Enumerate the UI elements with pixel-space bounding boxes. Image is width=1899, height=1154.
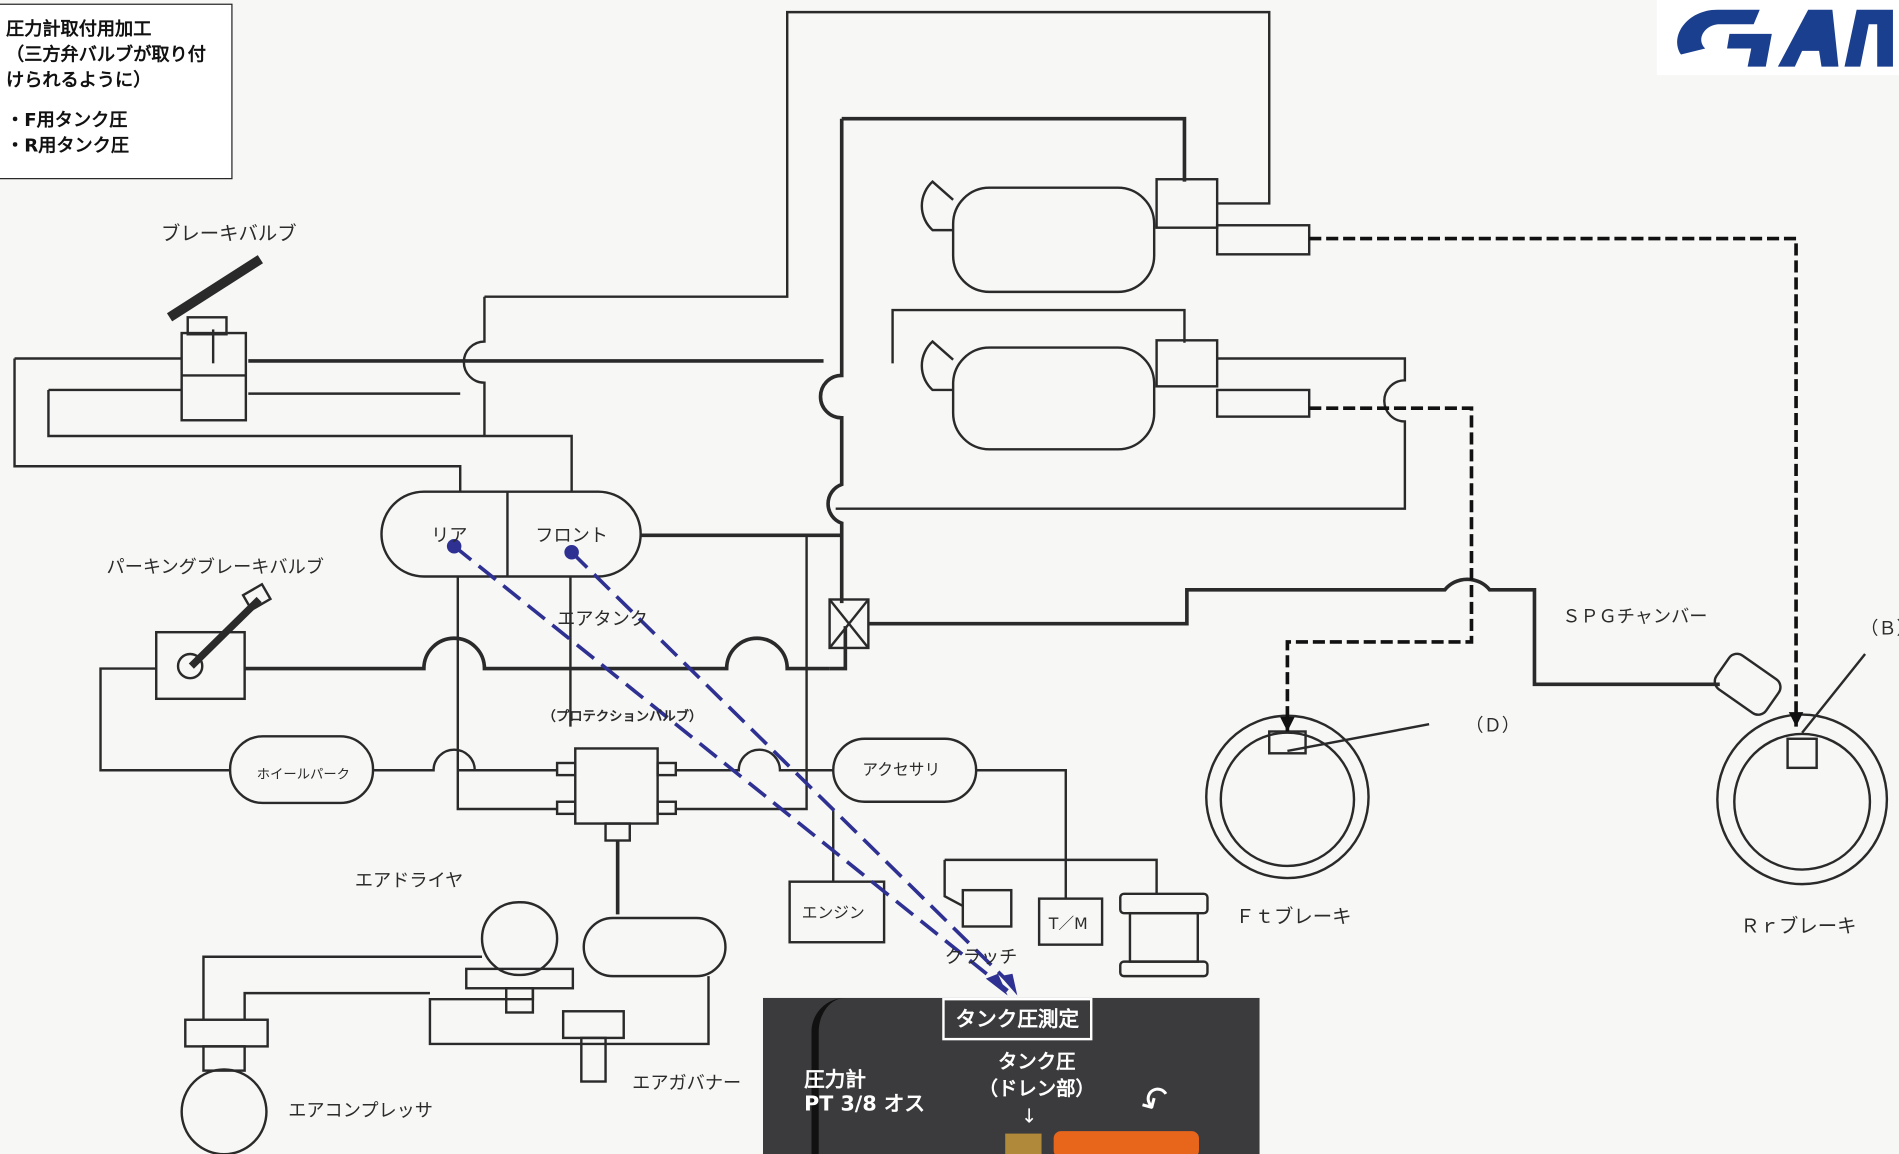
brake-valve-label: ブレーキバルブ	[161, 222, 297, 245]
logo-mark-icon	[1677, 9, 1893, 67]
pressure-gauge-line1: 圧力計	[804, 1068, 866, 1093]
note-item: ・R用タンク圧	[6, 134, 130, 157]
tank-pressure-photo: タンク圧測定 圧力計 PT 3/8 オス タンク圧 （ドレン部） ↓ ↶	[762, 997, 1260, 1154]
accessory-label: アクセサリ	[862, 760, 940, 779]
note-line: けられるように）	[6, 69, 152, 91]
tank-pressure-label: タンク圧 （ドレン部）	[979, 1049, 1095, 1102]
parking-brake-valve-label: パーキングブレーキバルブ	[107, 556, 324, 578]
pressure-gauge-line2: PT 3/8 オス	[804, 1092, 925, 1117]
tm-label: T／M	[1048, 914, 1088, 933]
tank-front-label: フロント	[535, 525, 608, 546]
rr-brake-label: Ｒｒブレーキ	[1740, 915, 1856, 938]
note-line: （三方弁バルブが取り付	[6, 43, 206, 66]
tank-pressure-line1: タンク圧	[997, 1050, 1076, 1074]
drain-fitting	[1005, 1133, 1042, 1154]
down-arrow-icon: ↓	[1020, 1104, 1038, 1128]
tank-rear-label: リア	[431, 525, 467, 546]
note-line: 圧力計取付用加工	[6, 18, 152, 40]
pressure-gauge-note: 圧力計取付用加工 （三方弁バルブが取り付 けられるように） ・F用タンク圧 ・R…	[0, 3, 233, 180]
air-compressor-label: エアコンプレッサ	[288, 1101, 433, 1122]
hose-cable	[811, 997, 845, 1154]
tank-pressure-measure-tag: タンク圧測定	[942, 997, 1093, 1041]
air-dryer-label: エアドライヤ	[355, 871, 463, 892]
b-marker-label: （Ｂ）	[1860, 619, 1899, 640]
company-logo	[1656, 0, 1899, 76]
spg-chamber-label: ＳＰＧチャンバー	[1562, 607, 1707, 628]
ft-brake-label: Ｆｔブレーキ	[1235, 905, 1351, 928]
protection-valve-label: （プロテクションバルブ）	[543, 708, 703, 725]
air-governor-label: エアガバナー	[632, 1073, 741, 1094]
tank-pressure-line2: （ドレン部）	[978, 1076, 1095, 1100]
curved-arrow-icon: ↶	[1132, 1075, 1180, 1128]
clutch-label: クラッチ	[945, 947, 1018, 968]
note-item: ・F用タンク圧	[6, 108, 128, 131]
pressure-gauge-label: 圧力計 PT 3/8 オス	[804, 1068, 925, 1116]
wheel-park-label: ホイールパーク	[257, 767, 350, 783]
engine-label: エンジン	[802, 903, 865, 922]
air-tank-label: エアタンク	[557, 609, 648, 630]
d-marker-label: （Ｄ）	[1465, 716, 1519, 737]
orange-tool	[1053, 1131, 1199, 1154]
